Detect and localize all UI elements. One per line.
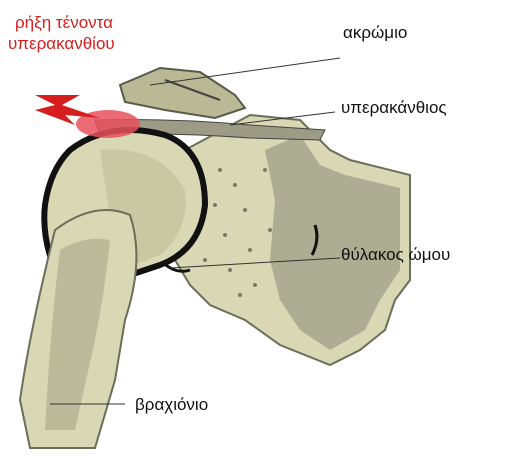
label-supraspinatus: υπερακάνθιος — [341, 98, 447, 118]
label-tendon-tear-line1: ρήξη τένοντα — [15, 12, 113, 33]
label-capsule: θύλακος ώμου — [341, 245, 450, 265]
label-humerus: βραχιόνιο — [135, 395, 208, 415]
label-acromion: ακρώμιο — [343, 23, 407, 43]
label-tendon-tear-line2: υπερακανθίου — [8, 33, 115, 54]
acromion — [120, 68, 245, 118]
